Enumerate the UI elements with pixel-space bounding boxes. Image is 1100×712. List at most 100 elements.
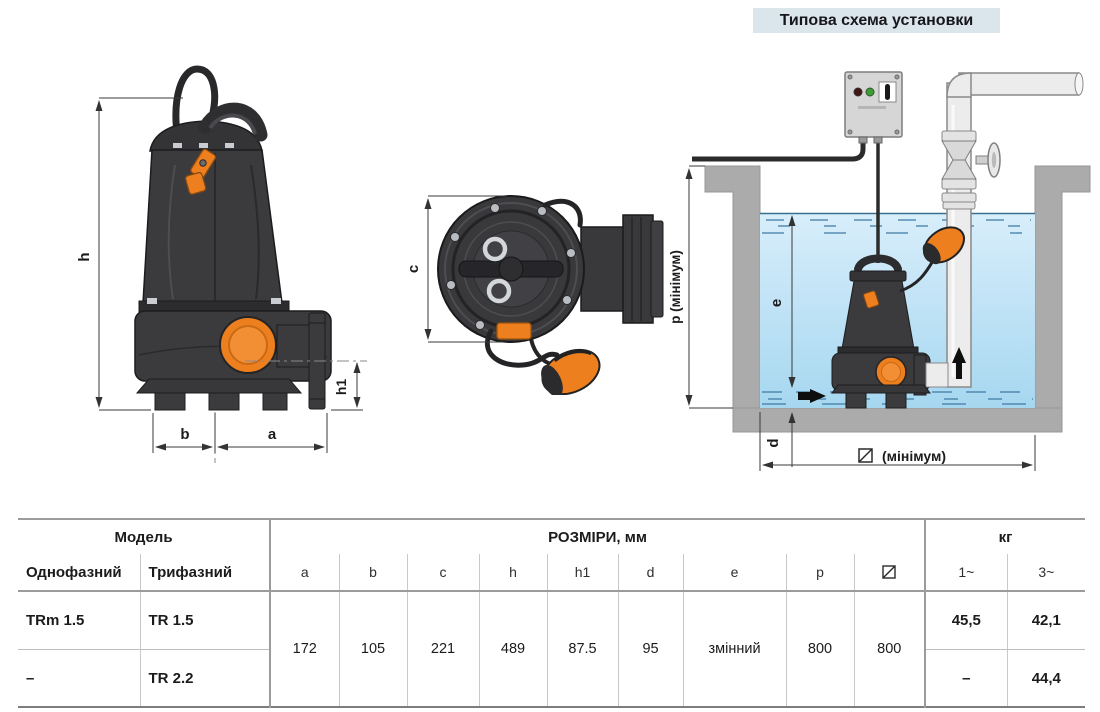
col-header-e: e — [682, 554, 787, 592]
col-header-three-phase: Трифазний — [139, 554, 271, 592]
dimension-label-a: a — [268, 426, 277, 443]
spec-table: Модель РОЗМІРИ, мм кг Однофазний Трифазн… — [18, 518, 1086, 708]
flow-arrow-up — [952, 347, 966, 379]
cell-model-single: – — [26, 669, 35, 687]
pump-cover-inner — [881, 362, 901, 382]
pit-floor — [732, 407, 1063, 433]
cable-clamp — [496, 322, 532, 340]
pump-strainer — [831, 384, 931, 394]
cell-model-three: TR 2.2 — [139, 649, 271, 707]
indicator-led-red — [853, 87, 863, 97]
carry-handle — [198, 102, 268, 142]
pump-foot-left — [845, 392, 867, 409]
pump-top-body — [437, 195, 664, 395]
cell-model-single: TRm 1.5 — [18, 591, 140, 650]
cell-dim-e: змінний — [682, 591, 787, 707]
cell-dim-d: 95 — [617, 591, 684, 707]
col-header-d: d — [617, 554, 684, 592]
cable-gland-right — [873, 136, 883, 144]
cell-dim-b: 105 — [338, 591, 408, 707]
supply-cable — [692, 141, 866, 162]
dimension-label-c: c — [405, 265, 422, 273]
square-diagonal-icon — [858, 448, 873, 463]
pipe-elbow-top — [946, 72, 972, 98]
handwheel-hub — [991, 152, 997, 168]
col-header-h1: h1 — [546, 554, 619, 592]
flow-arrow-inlet — [798, 389, 826, 403]
square-diagonal-icon — [882, 565, 896, 579]
cable-bottom — [484, 328, 560, 368]
strainer-base — [135, 378, 303, 394]
installation-scheme-figure: p (мінімум) e d (мінімум) — [668, 71, 1091, 471]
col-header-c: c — [406, 554, 480, 592]
dimension-label-h1: h1 — [333, 379, 349, 396]
lift-ring-bottom — [486, 278, 512, 304]
support-feet — [154, 392, 288, 411]
installation-dimensions — [685, 165, 1036, 471]
discharge-neck — [580, 226, 628, 312]
cell-kg-3ph: 42,1 — [1006, 591, 1086, 650]
panel-screws — [847, 74, 900, 135]
dimension-label-e: e — [768, 299, 785, 307]
housing-shade — [250, 164, 260, 300]
pump-top-view-figure: c — [405, 195, 664, 395]
cell-kg-1ph: – — [924, 649, 1008, 707]
pump-handle — [854, 254, 902, 273]
submerged-pump — [798, 141, 965, 409]
spec-table-wrapper: Модель РОЗМІРИ, мм кг Однофазний Трифазн… — [18, 518, 1086, 708]
cell-dim-c: 221 — [406, 591, 480, 707]
cell-dim-a: 172 — [269, 591, 340, 707]
pump-side-view-figure: h h1 b a — [76, 65, 367, 463]
gate-valve — [941, 140, 1001, 180]
pump-cap — [849, 270, 907, 282]
cable-top — [542, 198, 583, 228]
dimension-label-width-min: (мінімум) — [882, 448, 946, 464]
inspection-cover-inner — [228, 325, 268, 365]
panel-brand-mark — [858, 106, 886, 109]
horizontal-pipe — [958, 72, 1080, 96]
dimension-label-p: p (мінімум) — [668, 250, 683, 324]
col-header-b: b — [338, 554, 408, 592]
pit-wall-left — [704, 165, 761, 433]
page-title: Типова схема установки — [753, 8, 1000, 33]
cell-kg-3ph: 44,4 — [1006, 649, 1086, 707]
handle-boss — [498, 256, 524, 282]
pit-wall-right — [1034, 165, 1091, 433]
col-header-a: a — [269, 554, 340, 592]
valve-stem — [975, 155, 989, 165]
band-clip-right — [271, 298, 281, 304]
col-header-h: h — [478, 554, 548, 592]
dimension-label-d: d — [765, 438, 782, 447]
cell-model-three: TR 1.5 — [139, 591, 271, 650]
dimension-label-b: b — [180, 426, 189, 443]
control-panel — [692, 71, 903, 162]
selector-switch-knob — [885, 84, 890, 100]
cell-kg-1ph: 45,5 — [924, 591, 1008, 650]
water-ripples-top — [762, 219, 1031, 234]
cell-dim-h1: 87.5 — [546, 591, 619, 707]
motor-housing — [142, 149, 283, 304]
housing-highlight — [167, 164, 176, 300]
indicator-led-green — [865, 87, 875, 97]
pump-side-body — [134, 65, 367, 463]
cell-dim-h: 489 — [478, 591, 548, 707]
cell-dim-p: 800 — [785, 591, 855, 707]
side-view-dimensions — [95, 97, 363, 453]
header-weight: кг — [924, 519, 1086, 554]
dimension-label-h: h — [76, 252, 93, 261]
col-header-kg-3ph: 3~ — [1006, 554, 1086, 592]
float-switch — [922, 226, 965, 265]
col-header-kg-1ph: 1~ — [924, 554, 1008, 592]
pipe-elbow-bottom — [925, 362, 949, 388]
header-model: Модель — [114, 528, 173, 546]
float-switch — [541, 348, 601, 395]
handle-opening — [208, 113, 257, 135]
col-header-p: p — [785, 554, 855, 592]
cap-clips — [173, 143, 234, 148]
pipe-collars — [941, 130, 977, 210]
pump-cable-clamp — [863, 290, 880, 309]
header-dimensions: РОЗМІРИ, мм — [269, 519, 926, 554]
col-header-single-phase: Однофазний — [18, 554, 140, 592]
discharge-ribs — [622, 214, 654, 324]
